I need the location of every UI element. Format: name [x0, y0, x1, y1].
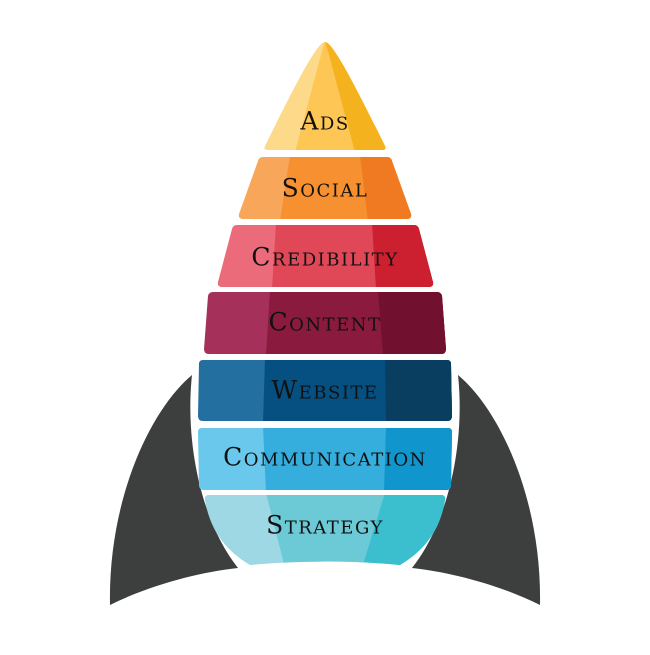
layer-ads-dark-section — [325, 42, 386, 150]
layer-label-ads: Ads — [299, 107, 349, 136]
layer-communication-dark-section — [384, 428, 452, 490]
layer-strategy-dark-section — [362, 495, 446, 565]
layer-social-dark-section — [360, 157, 412, 219]
layer-credibility-dark-section — [372, 225, 434, 287]
layer-content — [204, 292, 446, 354]
layer-website — [198, 360, 452, 421]
right-fin — [412, 375, 541, 605]
layer-label-website: Website — [271, 376, 378, 405]
layer-label-credibility: Credibility — [251, 243, 398, 272]
layer-label-social: Social — [282, 174, 369, 203]
layer-credibility — [217, 225, 434, 287]
layer-label-strategy: Strategy — [266, 511, 384, 540]
layer-label-communication: Communication — [223, 443, 427, 472]
layer-website-dark-section — [385, 360, 452, 421]
layer-communication — [198, 428, 452, 490]
layer-social — [238, 157, 412, 219]
left-fin — [109, 375, 238, 605]
layer-content-dark-section — [378, 292, 446, 354]
layer-label-content: Content — [268, 308, 381, 337]
